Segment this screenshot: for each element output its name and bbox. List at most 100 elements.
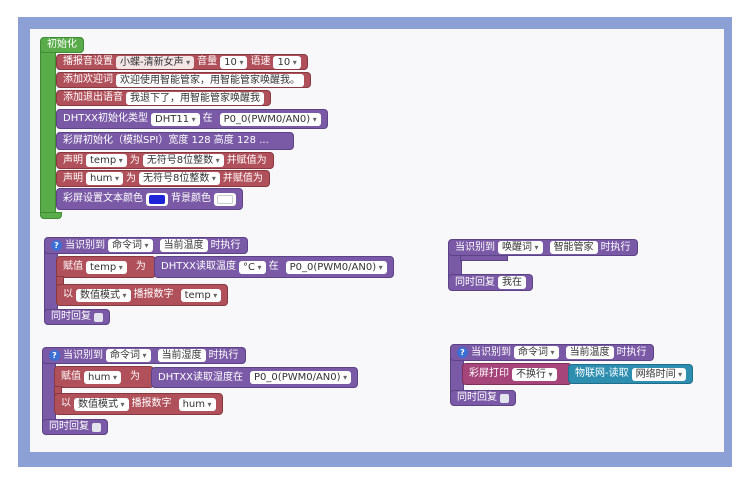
dht-hum-pin-dropdown[interactable]: P0_0(PWM0/AN0) <box>250 371 352 384</box>
when-label: 当识别到 <box>63 349 103 361</box>
net-time-dropdown[interactable]: 网络时间 <box>631 367 687 381</box>
screen-init-block[interactable]: 彩屏初始化（模拟SPI）宽度 128 高度 128 ... <box>56 132 294 150</box>
no-newline-dropdown[interactable]: 不换行 <box>512 367 557 381</box>
declare-type-dropdown[interactable]: 无符号8位整数 <box>142 154 224 167</box>
temp-reply-footer[interactable]: 同时回复 <box>44 309 110 325</box>
dht-type-dropdown[interactable]: DHT11 <box>151 112 200 126</box>
help-icon[interactable]: ? <box>457 347 468 358</box>
with-label: 以 <box>63 289 73 300</box>
net-reply-footer[interactable]: 同时回复 <box>450 390 516 406</box>
reply-slot[interactable] <box>94 312 103 322</box>
declare-var-hum[interactable]: hum <box>86 172 123 185</box>
reply-label: 同时回复 <box>457 392 497 403</box>
current-temp-field[interactable]: 当前温度 <box>565 346 614 359</box>
dht-read-temp-label: DHTXX读取温度 <box>161 261 237 272</box>
blockly-workspace[interactable]: 初始化 播报音设置 小蝶-清新女声 音量 10 语速 10 添加欢迎词 欢迎使用… <box>30 29 724 452</box>
when-label: 当识别到 <box>455 241 495 253</box>
dht-read-temp-block[interactable]: DHTXX读取温度 °C 在 P0_0(PWM0/AN0) <box>154 256 394 278</box>
assign-label: 并赋值为 <box>226 154 267 166</box>
assign-var-hum[interactable]: hum <box>84 370 121 384</box>
voice-dropdown[interactable]: 小蝶-清新女声 <box>116 55 195 69</box>
dht-init-block[interactable]: DHTXX初始化类型 DHT11 在 P0_0(PWM0/AN0) <box>56 109 328 129</box>
command-word-dropdown[interactable]: 命令词 <box>108 239 153 252</box>
exit-voice-text-field[interactable]: 我退下了，用智能管家唤醒我 <box>126 91 264 105</box>
command-word-dropdown[interactable]: 命令词 <box>514 346 559 359</box>
declare-hum-block[interactable]: 声明 hum 为 无符号8位整数 并赋值为 <box>56 170 270 187</box>
speak-number-label: 播报数字 <box>131 398 172 409</box>
declare-label: 声明 <box>63 172 83 184</box>
help-icon[interactable]: ? <box>51 240 62 251</box>
reply-slot[interactable] <box>500 393 509 403</box>
when-label: 当识别到 <box>65 239 105 251</box>
when-label: 当识别到 <box>471 346 511 358</box>
speak-var-temp[interactable]: temp <box>180 288 222 302</box>
iot-read-block[interactable]: 物联网-读取 网络时间 <box>568 364 694 384</box>
volume-dropdown[interactable]: 10 <box>220 55 248 69</box>
welcome-label: 添加欢迎词 <box>63 74 113 85</box>
wake-value-field[interactable]: 智能管家 <box>549 241 598 254</box>
command-word-dropdown[interactable]: 命令词 <box>106 349 151 362</box>
as-label: 为 <box>129 371 140 382</box>
reply-label: 同时回复 <box>455 276 495 288</box>
reply-slot[interactable] <box>92 422 101 432</box>
help-icon[interactable]: ? <box>49 350 60 361</box>
screen-print-block[interactable]: 彩屏打印 不换行 <box>462 363 572 385</box>
declare-type-dropdown[interactable]: 无符号8位整数 <box>138 172 220 185</box>
speaker-setting-label: 播报音设置 <box>63 56 113 67</box>
screen-text-color-label: 彩屏设置文本颜色 <box>63 193 143 204</box>
reply-label: 同时回复 <box>49 421 89 432</box>
dht-pin-dropdown[interactable]: P0_0(PWM0/AN0) <box>219 112 321 126</box>
temp-cmd-header[interactable]: ? 当识别到 命令词 当前温度 时执行 <box>44 237 248 254</box>
wake-word-dropdown[interactable]: 唤醒词 <box>498 241 543 254</box>
mode-dropdown[interactable]: 数值模式 <box>76 288 131 302</box>
wake-reply-footer[interactable]: 同时回复 我在 <box>448 274 533 291</box>
current-temp-field[interactable]: 当前温度 <box>159 239 208 252</box>
bg-color-label: 背景颜色 <box>171 193 211 204</box>
screen-color-block[interactable]: 彩屏设置文本颜色 背景颜色 <box>56 188 243 210</box>
speak-temp-block[interactable]: 以 数值模式 播报数字 temp <box>56 284 229 306</box>
with-label: 以 <box>61 398 71 409</box>
dht-init-label: DHTXX初始化类型 <box>63 113 149 124</box>
wake-cmd-header[interactable]: 当识别到 唤醒词 智能管家 时执行 <box>448 239 638 256</box>
exec-label: 时执行 <box>616 346 647 358</box>
as-label: 为 <box>125 172 136 184</box>
speak-var-hum[interactable]: hum <box>178 397 216 411</box>
dht-read-hum-block[interactable]: DHTXX读取湿度在 P0_0(PWM0/AN0) <box>151 367 359 388</box>
assign-var-temp[interactable]: temp <box>86 260 127 274</box>
net-cmd-header[interactable]: ? 当识别到 命令词 当前温度 时执行 <box>450 344 654 361</box>
exit-voice-block[interactable]: 添加退出语音 我退下了，用智能管家唤醒我 <box>56 90 271 106</box>
speak-number-label: 播报数字 <box>133 289 174 300</box>
as-label: 为 <box>129 154 140 166</box>
wake-reply-text-field[interactable]: 我在 <box>498 276 526 289</box>
at-label: 在 <box>268 261 279 272</box>
assign-label: 赋值 <box>61 371 81 382</box>
init-block-header[interactable]: 初始化 <box>40 37 84 53</box>
text-color-picker[interactable] <box>146 192 168 206</box>
assign-label: 并赋值为 <box>222 172 263 184</box>
reply-label: 同时回复 <box>51 311 91 322</box>
bg-color-picker[interactable] <box>214 192 236 206</box>
temp-unit-dropdown[interactable]: °C <box>239 260 266 274</box>
speed-dropdown[interactable]: 10 <box>273 55 301 69</box>
assign-label: 赋值 <box>63 261 83 272</box>
exit-voice-label: 添加退出语音 <box>63 92 123 103</box>
assign-hum-block[interactable]: 赋值 hum 为 <box>54 366 154 388</box>
mode-dropdown[interactable]: 数值模式 <box>74 397 129 411</box>
assign-temp-block[interactable]: 赋值 temp 为 <box>56 256 156 278</box>
declare-var-temp[interactable]: temp <box>86 154 127 167</box>
dht-read-hum-label: DHTXX读取湿度在 <box>158 371 244 383</box>
speaker-setting-block[interactable]: 播报音设置 小蝶-清新女声 音量 10 语速 10 <box>56 54 308 70</box>
current-hum-field[interactable]: 当前湿度 <box>157 349 206 362</box>
declare-label: 声明 <box>63 154 83 166</box>
welcome-text-field[interactable]: 欢迎使用智能管家，用智能管家唤醒我。 <box>116 73 304 87</box>
hum-cmd-header[interactable]: ? 当识别到 命令词 当前湿度 时执行 <box>42 347 246 364</box>
init-title: 初始化 <box>47 39 77 50</box>
speak-hum-block[interactable]: 以 数值模式 播报数字 hum <box>54 393 223 415</box>
screen-init-label: 彩屏初始化（模拟SPI）宽度 128 高度 128 ... <box>63 135 269 146</box>
hum-reply-footer[interactable]: 同时回复 <box>42 419 108 435</box>
speed-label: 语速 <box>250 56 271 67</box>
declare-temp-block[interactable]: 声明 temp 为 无符号8位整数 并赋值为 <box>56 152 274 169</box>
dht-temp-pin-dropdown[interactable]: P0_0(PWM0/AN0) <box>285 260 387 274</box>
welcome-block[interactable]: 添加欢迎词 欢迎使用智能管家，用智能管家唤醒我。 <box>56 72 311 88</box>
exec-label: 时执行 <box>600 241 631 253</box>
